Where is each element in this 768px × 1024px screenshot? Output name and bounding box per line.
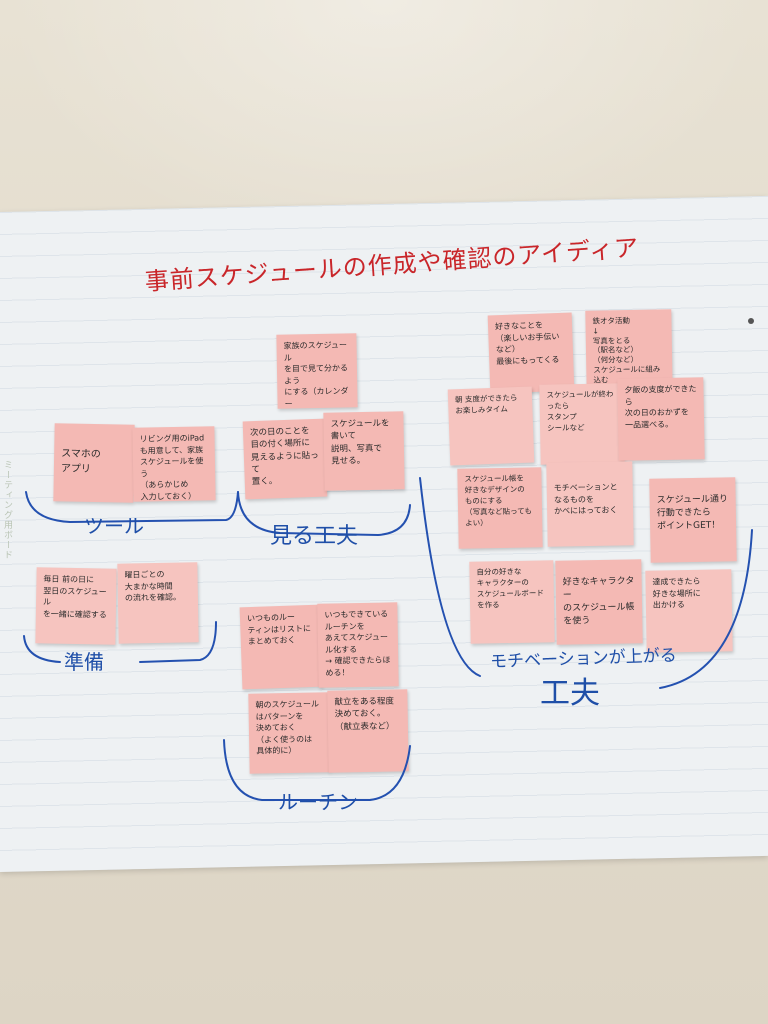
sticky-note-favorite-reward[interactable]: 好きなことを （楽しいお手伝い など） 最後にもってくる: [487, 312, 575, 394]
sticky-note-pattern-schedule[interactable]: 朝のスケジュール はパターンを 決めておく （よく使うのは 具体的に）: [248, 692, 330, 774]
sticky-note-smartphone-app[interactable]: スマホの アプリ: [53, 423, 135, 503]
group-label-visual: 見る工夫: [270, 524, 359, 549]
sticky-note-always-routine[interactable]: いつもできている ルーチンを あえてスケジュー ル化する → 確認できたらほめる…: [317, 602, 399, 688]
group-label-routine: ルーチン: [278, 790, 358, 814]
side-print-text: ミーティング用ボード: [2, 460, 12, 560]
sticky-note-character-book[interactable]: 好きなキャラクター のスケジュール帳 を使う: [555, 559, 643, 645]
sticky-note-dinner-menu[interactable]: 夕飯の支度ができたら 次の日のおかずを 一品選べる。: [617, 377, 705, 461]
sticky-note-motivation-parts[interactable]: 朝 支度ができたら お楽しみタイム: [447, 386, 535, 466]
sticky-note-routine-list[interactable]: いつものルー ティンはリストに まとめておく: [239, 604, 323, 690]
sticky-note-next-day-display[interactable]: 次の日のことを 目の付く場所に 見えるように貼って 置く。: [242, 418, 328, 500]
group-label-motivation-big: 工夫: [540, 676, 600, 711]
sticky-note-family-schedule[interactable]: 家族のスケジュール を目で見て分かるよう にする（カレンダー ホワイトボードなど…: [276, 333, 358, 409]
sticky-note-stamp-card[interactable]: スケジュールが終わったら スタンプ シールなど: [539, 383, 625, 465]
group-label-tools: ツール: [84, 514, 144, 538]
sticky-note-weekday-time[interactable]: 曜日ごとの 大まかな時間 の流れを確認。: [117, 562, 199, 644]
sticky-note-menu-decide[interactable]: 献立をある程度 決めておく。 （献立表など）: [327, 689, 409, 773]
sticky-note-explain-schedule[interactable]: スケジュールを書いて 説明、写真で 見せる。: [323, 411, 405, 491]
sticky-note-point-get[interactable]: スケジュール通り 行動できたら ポイントGET！: [649, 477, 737, 563]
sticky-note-ipad-schedule[interactable]: 自分の好きな キャラクターの スケジュールボード を作る: [469, 560, 555, 644]
sticky-note-ipad-living[interactable]: リビング用のiPad も用意して、家族 スケジュールを使う （あらかじめ 入力し…: [132, 426, 216, 502]
sticky-note-goal-reward[interactable]: 達成できたら 好きな場所に 出かける: [645, 569, 733, 653]
sticky-note-motivation-put[interactable]: モチベーションと なるものを かべにはっておく: [546, 461, 634, 547]
pin: [748, 318, 754, 324]
group-label-prep: 準備: [64, 650, 104, 674]
sticky-note-daily-schedule[interactable]: 毎日 前の日に 翌日のスケジュール を一緒に確認する: [35, 567, 117, 645]
sticky-note-favorite-item[interactable]: スケジュール帳を 好きなデザインの ものにする （写真など貼ってもよい）: [457, 467, 543, 549]
